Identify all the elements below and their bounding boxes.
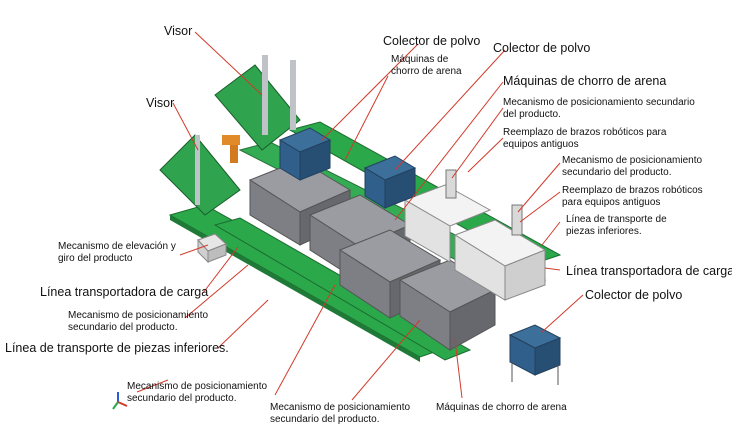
label-blasting-bottom: Máquinas de chorro de arena [436, 402, 567, 413]
visor-panel-left [159, 134, 241, 216]
label-secondary-pos-1: Mecanismo de posicionamiento secundario … [503, 97, 695, 120]
label-secondary-pos-bottom-mid: Mecanismo de posicionamiento secundario … [270, 402, 411, 425]
label-secondary-pos-bottom-left: Mecanismo de posicionamiento secundario … [127, 381, 268, 404]
label-blasting-2: Máquinas de chorro de arena [503, 74, 667, 88]
label-lift-mechanism: Mecanismo de elevación y giro del produc… [58, 241, 176, 264]
right-enclosure-2 [453, 219, 547, 301]
label-visor-left: Visor [146, 96, 175, 110]
dust-collector-3 [508, 324, 562, 385]
leader-lines [136, 31, 584, 401]
label-loading-line-right: Línea transportadora de carga [566, 264, 732, 278]
label-collector-3: Colector de polvo [585, 288, 683, 302]
label-visor-top: Visor [164, 24, 193, 38]
loading-conveyor [213, 217, 472, 361]
label-lower-transport-right: Línea de transporte de piezas inferiores… [566, 214, 667, 237]
label-robot-replace-1: Reemplazo de brazos robóticos para equip… [503, 127, 667, 150]
dust-collector-2 [363, 155, 417, 209]
dust-collector-1 [278, 127, 332, 181]
label-blasting-1: Máquinas de chorro de arena [391, 54, 462, 77]
label-secondary-pos-left: Mecanismo de posicionamiento secundario … [68, 310, 209, 333]
lift-mechanism [197, 233, 227, 264]
label-loading-line-left: Línea transportadora de carga [40, 285, 209, 299]
label-collector-1: Colector de polvo [383, 34, 481, 48]
blasting-machine-4 [398, 259, 497, 351]
robot-arm [222, 135, 240, 163]
label-secondary-pos-2: Mecanismo de posicionamiento secundario … [562, 155, 703, 178]
label-collector-2: Colector de polvo [493, 41, 591, 55]
right-enclosure-1 [403, 184, 492, 263]
axis-gizmo [112, 392, 128, 410]
label-robot-replace-2: Reemplazo de brazos robóticos para equip… [562, 185, 703, 208]
positioning-post-1 [445, 169, 457, 199]
visor-panel-top [214, 55, 301, 151]
label-lower-transport-left: Línea de transporte de piezas inferiores… [5, 341, 229, 355]
